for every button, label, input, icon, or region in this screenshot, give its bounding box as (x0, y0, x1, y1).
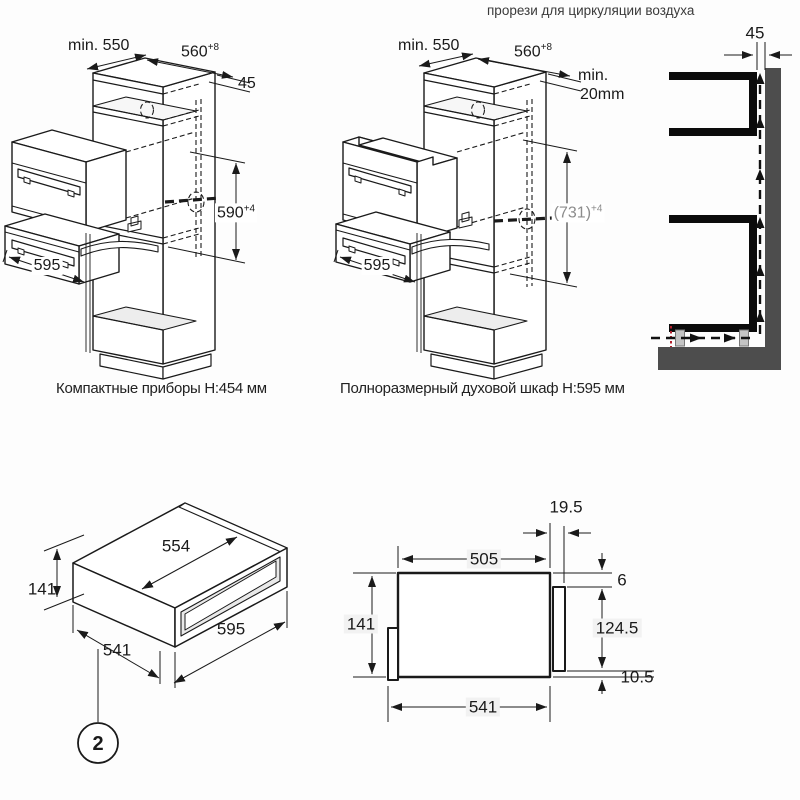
airflow-rear-gap-label: 45 (745, 23, 765, 43)
page-title: прорези для циркуляции воздуха (487, 3, 695, 18)
compact-niche-width-label: 560+8 (181, 43, 219, 60)
drawer-isometric-drawing (43, 502, 288, 764)
iso-dimension-lines (43, 534, 288, 722)
fullsize-niche-width-tolerance: +8 (540, 42, 552, 53)
lower-cabinet-section (669, 215, 757, 332)
fullsize-front-width-label: 595 (361, 257, 393, 275)
compact-caption: Компактные приборы H:454 мм (56, 380, 267, 397)
air-flow-arrowheads (690, 73, 765, 343)
profile-height-label: 141 (343, 614, 379, 634)
drawer-profile-drawing (353, 523, 654, 722)
upper-cabinet-section (669, 72, 757, 136)
air-flow-path (651, 76, 762, 340)
compact-cabinet-drawing (2, 53, 251, 380)
rear-tab-outline (387, 627, 399, 681)
compact-min-depth-label: min. 550 (68, 37, 130, 54)
compact-niche-width-value: 560 (181, 43, 208, 61)
fullsize-min-depth-label: min. 550 (398, 37, 460, 54)
compact-niche-width-tolerance: +8 (207, 42, 219, 53)
compact-front-width-label: 595 (31, 257, 63, 275)
profile-body-depth-label: 505 (466, 549, 502, 569)
compact-rear-gap-label: 45 (238, 75, 256, 92)
wall-section (658, 68, 781, 370)
airflow-drawing (651, 42, 792, 370)
fullsize-caption: Полноразмерный духовой шкаф H:595 мм (340, 380, 625, 397)
figure-number-circle (77, 722, 119, 764)
compact-niche-height-label: 590+4 (215, 203, 257, 223)
profile-top-gap-label: 6 (617, 570, 627, 590)
fullsize-oven (342, 136, 458, 241)
fullsize-niche-height-label: (731)+4 (551, 203, 605, 223)
fullsize-niche-width-label: 560+8 (514, 43, 552, 60)
iso-height-label: 141 (27, 579, 57, 599)
fullsize-niche-height-tolerance: +4 (591, 203, 603, 215)
profile-total-depth-label: 541 (465, 697, 501, 717)
front-panel-outline (552, 586, 566, 672)
rear-gap-dimension (724, 42, 792, 70)
compact-niche-height-value: 590 (217, 204, 244, 222)
fullsize-niche-width-value: 560 (514, 43, 541, 61)
figure-number: 2 (92, 733, 104, 755)
fullsize-cabinet-drawing (333, 52, 582, 380)
iso-width-label: 595 (216, 619, 246, 639)
compact-niche-height-tolerance: +4 (243, 203, 255, 215)
profile-front-offset-label: 19.5 (549, 497, 583, 517)
profile-panel-height-label: 124.5 (592, 618, 642, 638)
fullsize-niche-height-value: (731) (553, 204, 592, 222)
fullsize-rear-gap-label-line2: 20mm (580, 86, 625, 103)
profile-bottom-overhang-label: 10.5 (620, 667, 654, 687)
iso-depth-bottom-label: 541 (102, 640, 132, 660)
fullsize-rear-gap-label-line1: min. (578, 67, 609, 84)
compact-oven (11, 129, 127, 233)
drawer-body-outline (396, 571, 552, 679)
iso-depth-top-label: 554 (161, 536, 191, 556)
